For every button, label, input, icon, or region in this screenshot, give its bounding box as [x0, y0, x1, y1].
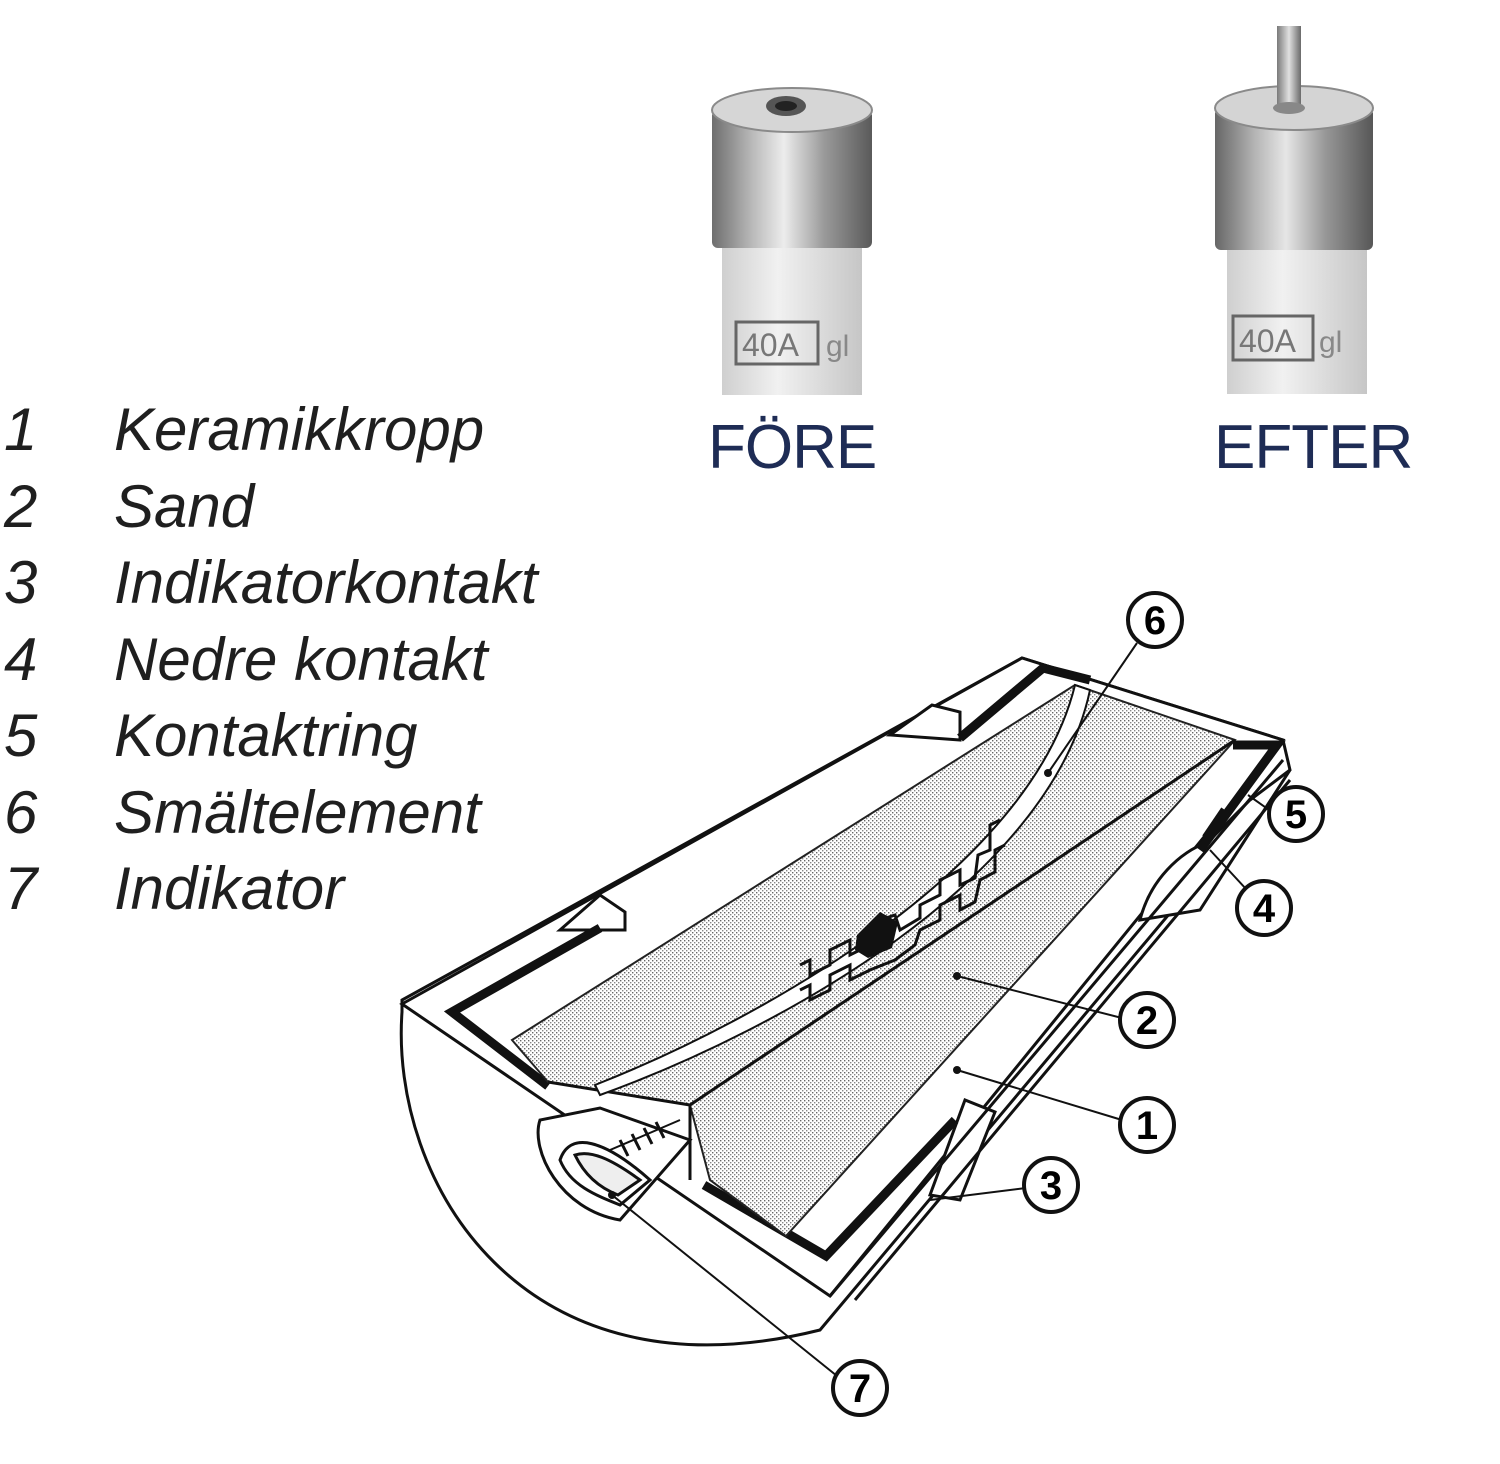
legend-item: 2 Sand: [0, 469, 538, 546]
callout-1-number: 1: [1136, 1104, 1158, 1148]
leader-lines: [611, 642, 1273, 1381]
legend-label: Keramikkropp: [114, 396, 485, 463]
rating-label-after: 40A: [1239, 323, 1297, 359]
legend-number: 7: [4, 855, 38, 922]
parts-legend: 1 Keramikkropp 2 Sand 3 Indikatorkontakt 4 N…: [0, 392, 538, 928]
callout-2-number: 2: [1136, 999, 1158, 1043]
callout-4: 4: [1235, 879, 1293, 937]
legend-number: 3: [4, 549, 38, 616]
legend-label: Smältelement: [114, 778, 481, 846]
callout-5: 5: [1267, 785, 1325, 843]
class-label-after: gl: [1319, 326, 1342, 359]
fuse-photo-after: 40A gl: [1214, 26, 1374, 394]
callout-4-number: 4: [1253, 887, 1276, 931]
legend-number: 5: [4, 702, 38, 769]
indicator: [558, 1119, 681, 1207]
caption-before: FÖRE: [708, 413, 877, 482]
legend-label: Kontaktring: [114, 702, 418, 769]
legend-item: 6 Smältelement: [0, 775, 538, 852]
legend-item: 5 Kontaktring: [0, 698, 538, 775]
legend-number: 2: [4, 472, 38, 540]
legend-item: 4 Nedre kontakt: [0, 622, 538, 699]
legend-label: Indikatorkontakt: [114, 549, 538, 616]
legend-label: Indikator: [114, 855, 345, 922]
legend-number: 1: [4, 396, 38, 463]
callout-3: 3: [1022, 1156, 1080, 1214]
legend-item: 3 Indikatorkontakt: [0, 545, 538, 622]
caption-after: EFTER: [1214, 413, 1413, 482]
legend-label: Nedre kontakt: [114, 625, 488, 693]
legend-item: 7 Indikator: [0, 851, 538, 928]
legend-number: 4: [4, 625, 38, 693]
callout-3-number: 3: [1040, 1164, 1062, 1208]
callout-7: 7: [831, 1359, 889, 1417]
legend-number: 6: [4, 778, 38, 846]
legend-label: Sand: [114, 472, 255, 540]
rating-label-before: 40A: [742, 327, 800, 363]
callout-5-number: 5: [1285, 793, 1307, 837]
class-label-before: gl: [826, 330, 849, 363]
callout-6-number: 6: [1144, 599, 1166, 643]
callout-1: 1: [1118, 1096, 1176, 1154]
fuse-photo-before: 40A gl: [711, 87, 873, 395]
callout-6: 6: [1126, 591, 1184, 649]
callout-2: 2: [1118, 991, 1176, 1049]
legend-item: 1 Keramikkropp: [0, 392, 538, 469]
contact-bands: [443, 663, 1286, 1262]
callout-7-number: 7: [849, 1367, 871, 1411]
fusible-element: [593, 683, 1092, 1097]
